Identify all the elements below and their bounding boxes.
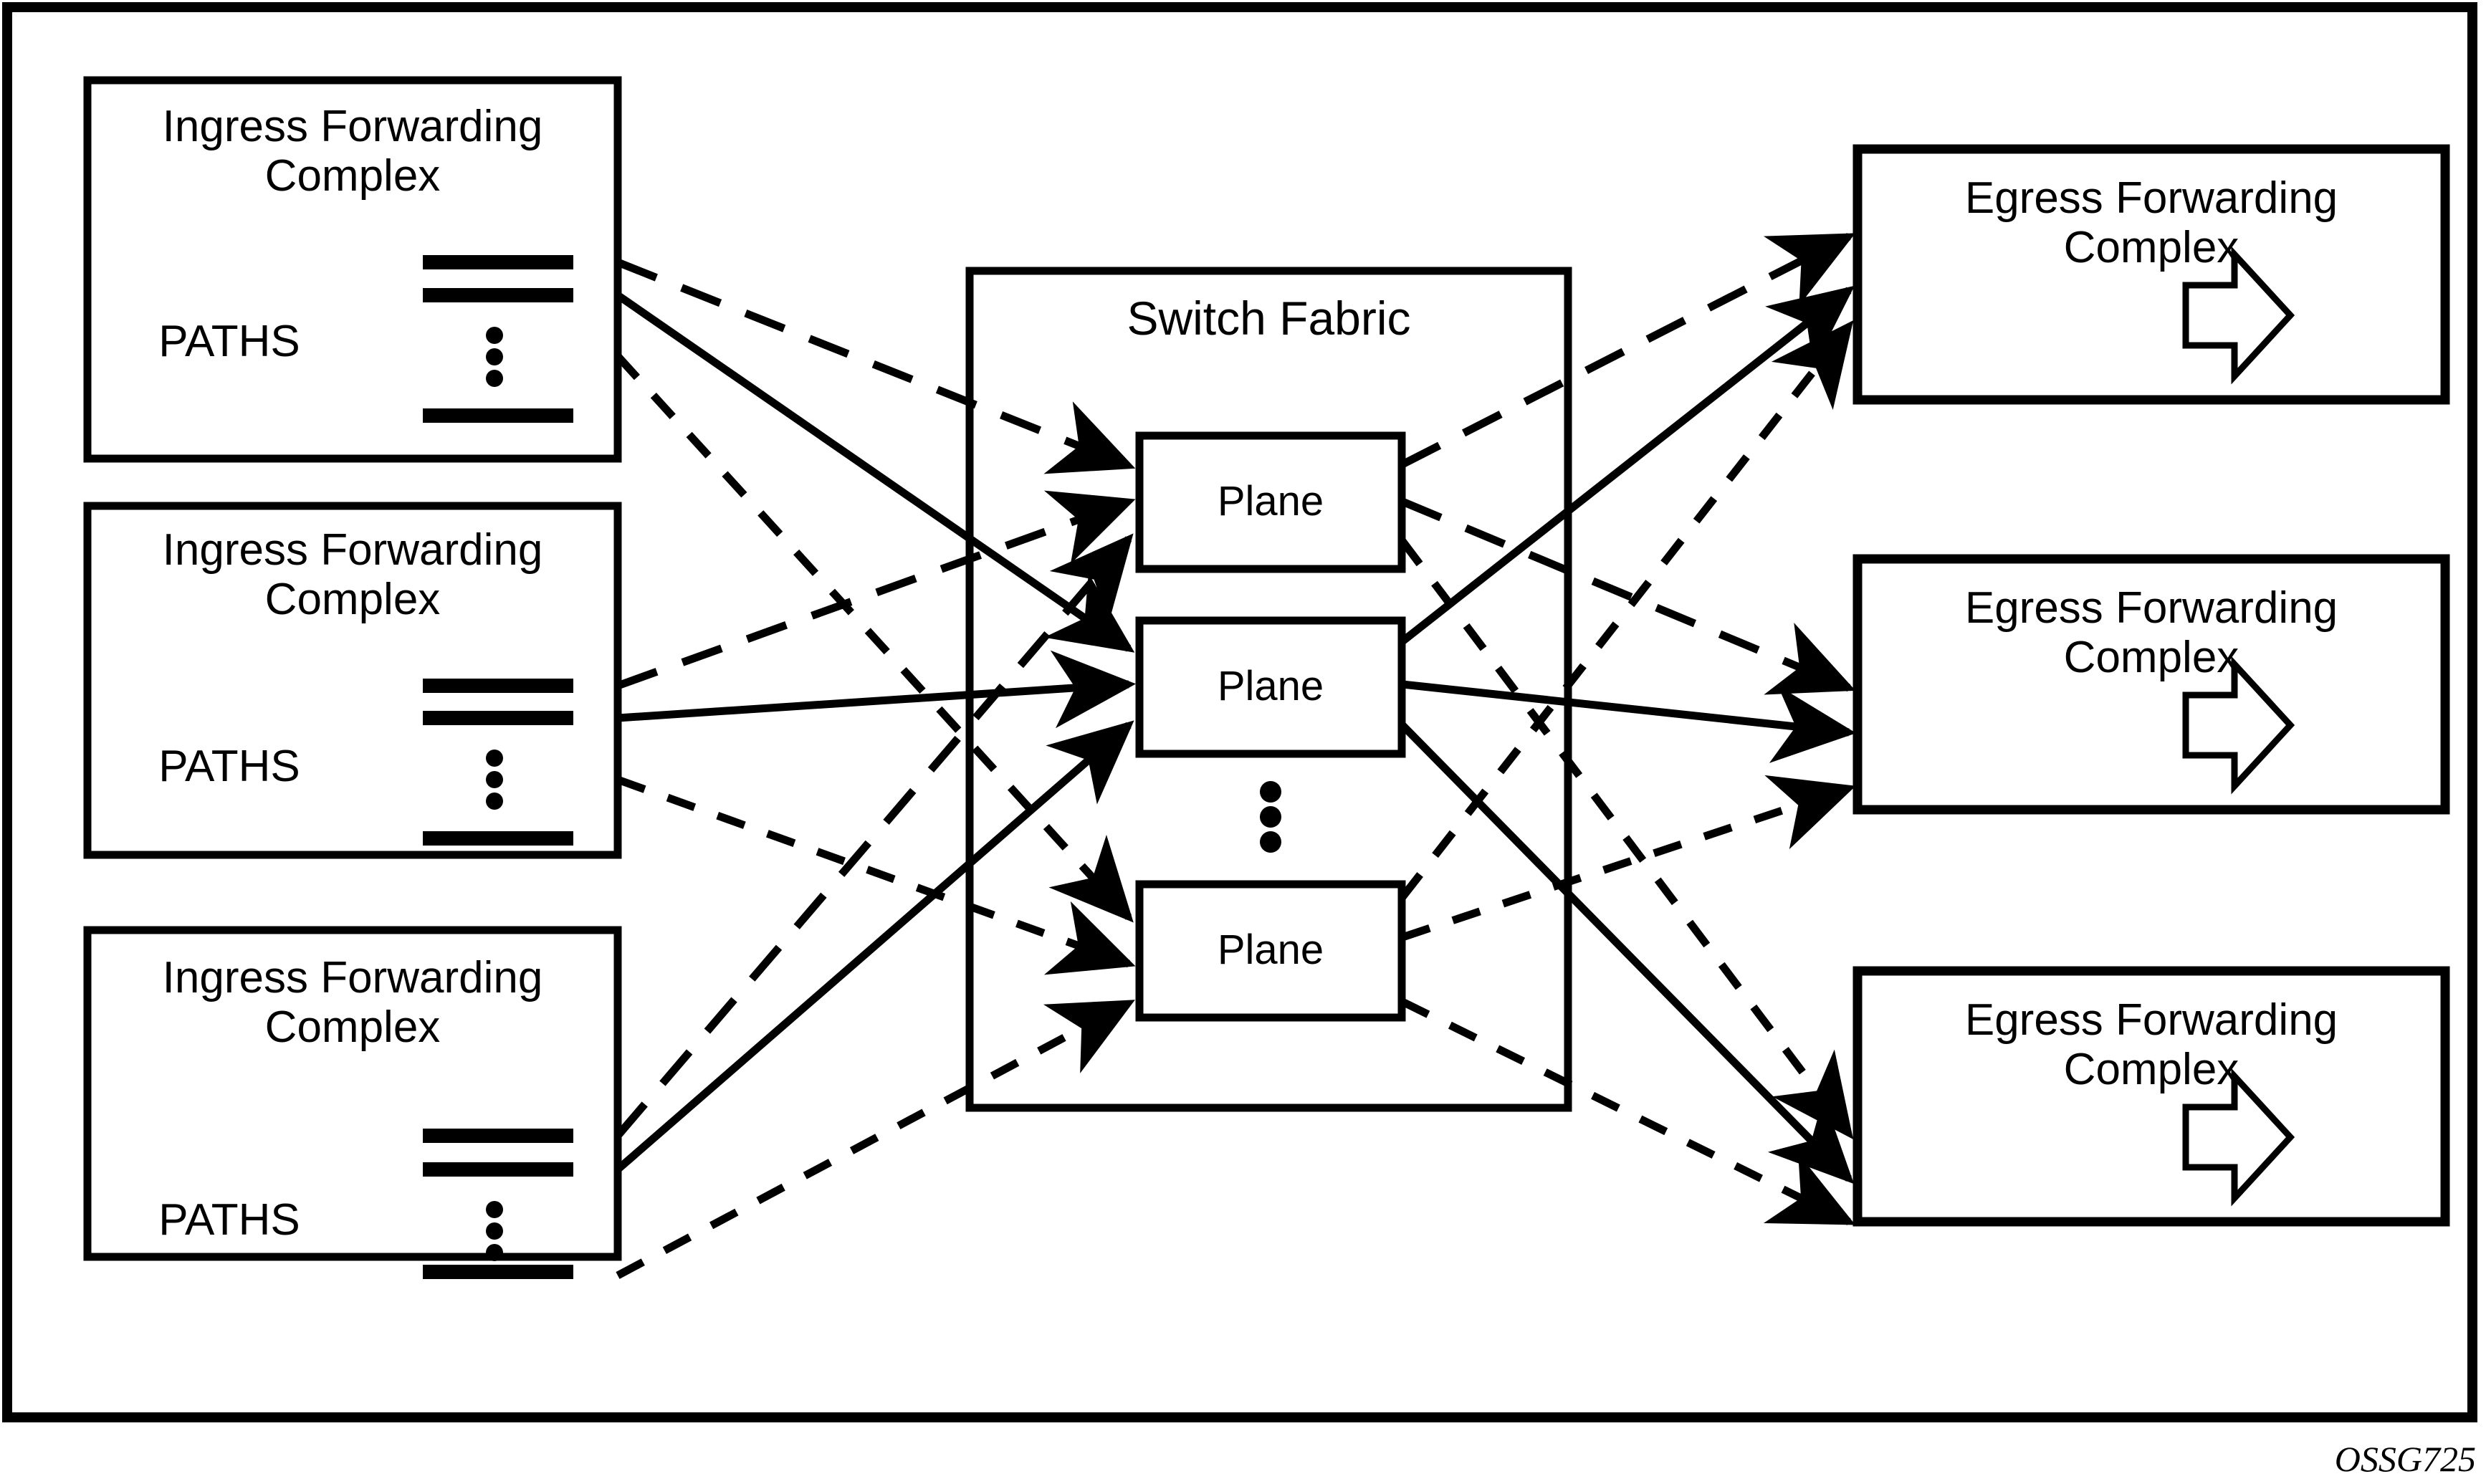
paths-ellipsis-dot — [486, 1222, 503, 1240]
paths-ellipsis-dot — [486, 370, 503, 387]
paths-ellipsis-dot — [486, 1201, 503, 1218]
paths-ellipsis-dot — [486, 793, 503, 810]
paths-marks-1 — [423, 255, 573, 423]
block-arrow-right-icon — [2182, 1068, 2295, 1207]
links-ingress1-to-planes — [614, 258, 1136, 923]
plane-box-1[interactable] — [1135, 431, 1406, 573]
fabric-title-backdrop — [975, 276, 1563, 369]
ingress-forwarding-complex-box-3[interactable] — [83, 926, 622, 1261]
links-plane1-to-egress — [1399, 233, 1856, 1140]
plane-box-2[interactable] — [1135, 616, 1406, 758]
paths-ellipsis-dot — [486, 327, 503, 344]
plane-box-3[interactable] — [1135, 880, 1406, 1022]
paths-ellipsis-dot — [486, 771, 503, 788]
paths-marks-2 — [423, 679, 573, 846]
egress-forwarding-complex-box-2[interactable] — [1852, 554, 2450, 815]
links-ingress3-to-planes — [614, 533, 1135, 1279]
links-ingress2-to-planes — [616, 490, 1137, 975]
figure-caption: OSSG725 — [2334, 1439, 2476, 1479]
outer-frame — [2, 2, 2477, 1422]
egress-forwarding-complex-box-1[interactable] — [1852, 144, 2450, 405]
paths-marks-3 — [423, 1129, 573, 1279]
egress-forwarding-complex-box-3[interactable] — [1852, 966, 2450, 1227]
block-arrow-right-icon — [2182, 656, 2295, 795]
links-plane3-to-egress — [1399, 320, 1856, 1225]
paths-ellipsis-dot — [486, 750, 503, 767]
block-arrow-right-icon — [2182, 246, 2295, 385]
fabric-ellipsis — [1260, 781, 1281, 853]
paths-ellipsis-dot — [486, 348, 503, 365]
paths-ellipsis-dot — [486, 1244, 503, 1261]
switch-fabric-box[interactable] — [965, 267, 1572, 1112]
